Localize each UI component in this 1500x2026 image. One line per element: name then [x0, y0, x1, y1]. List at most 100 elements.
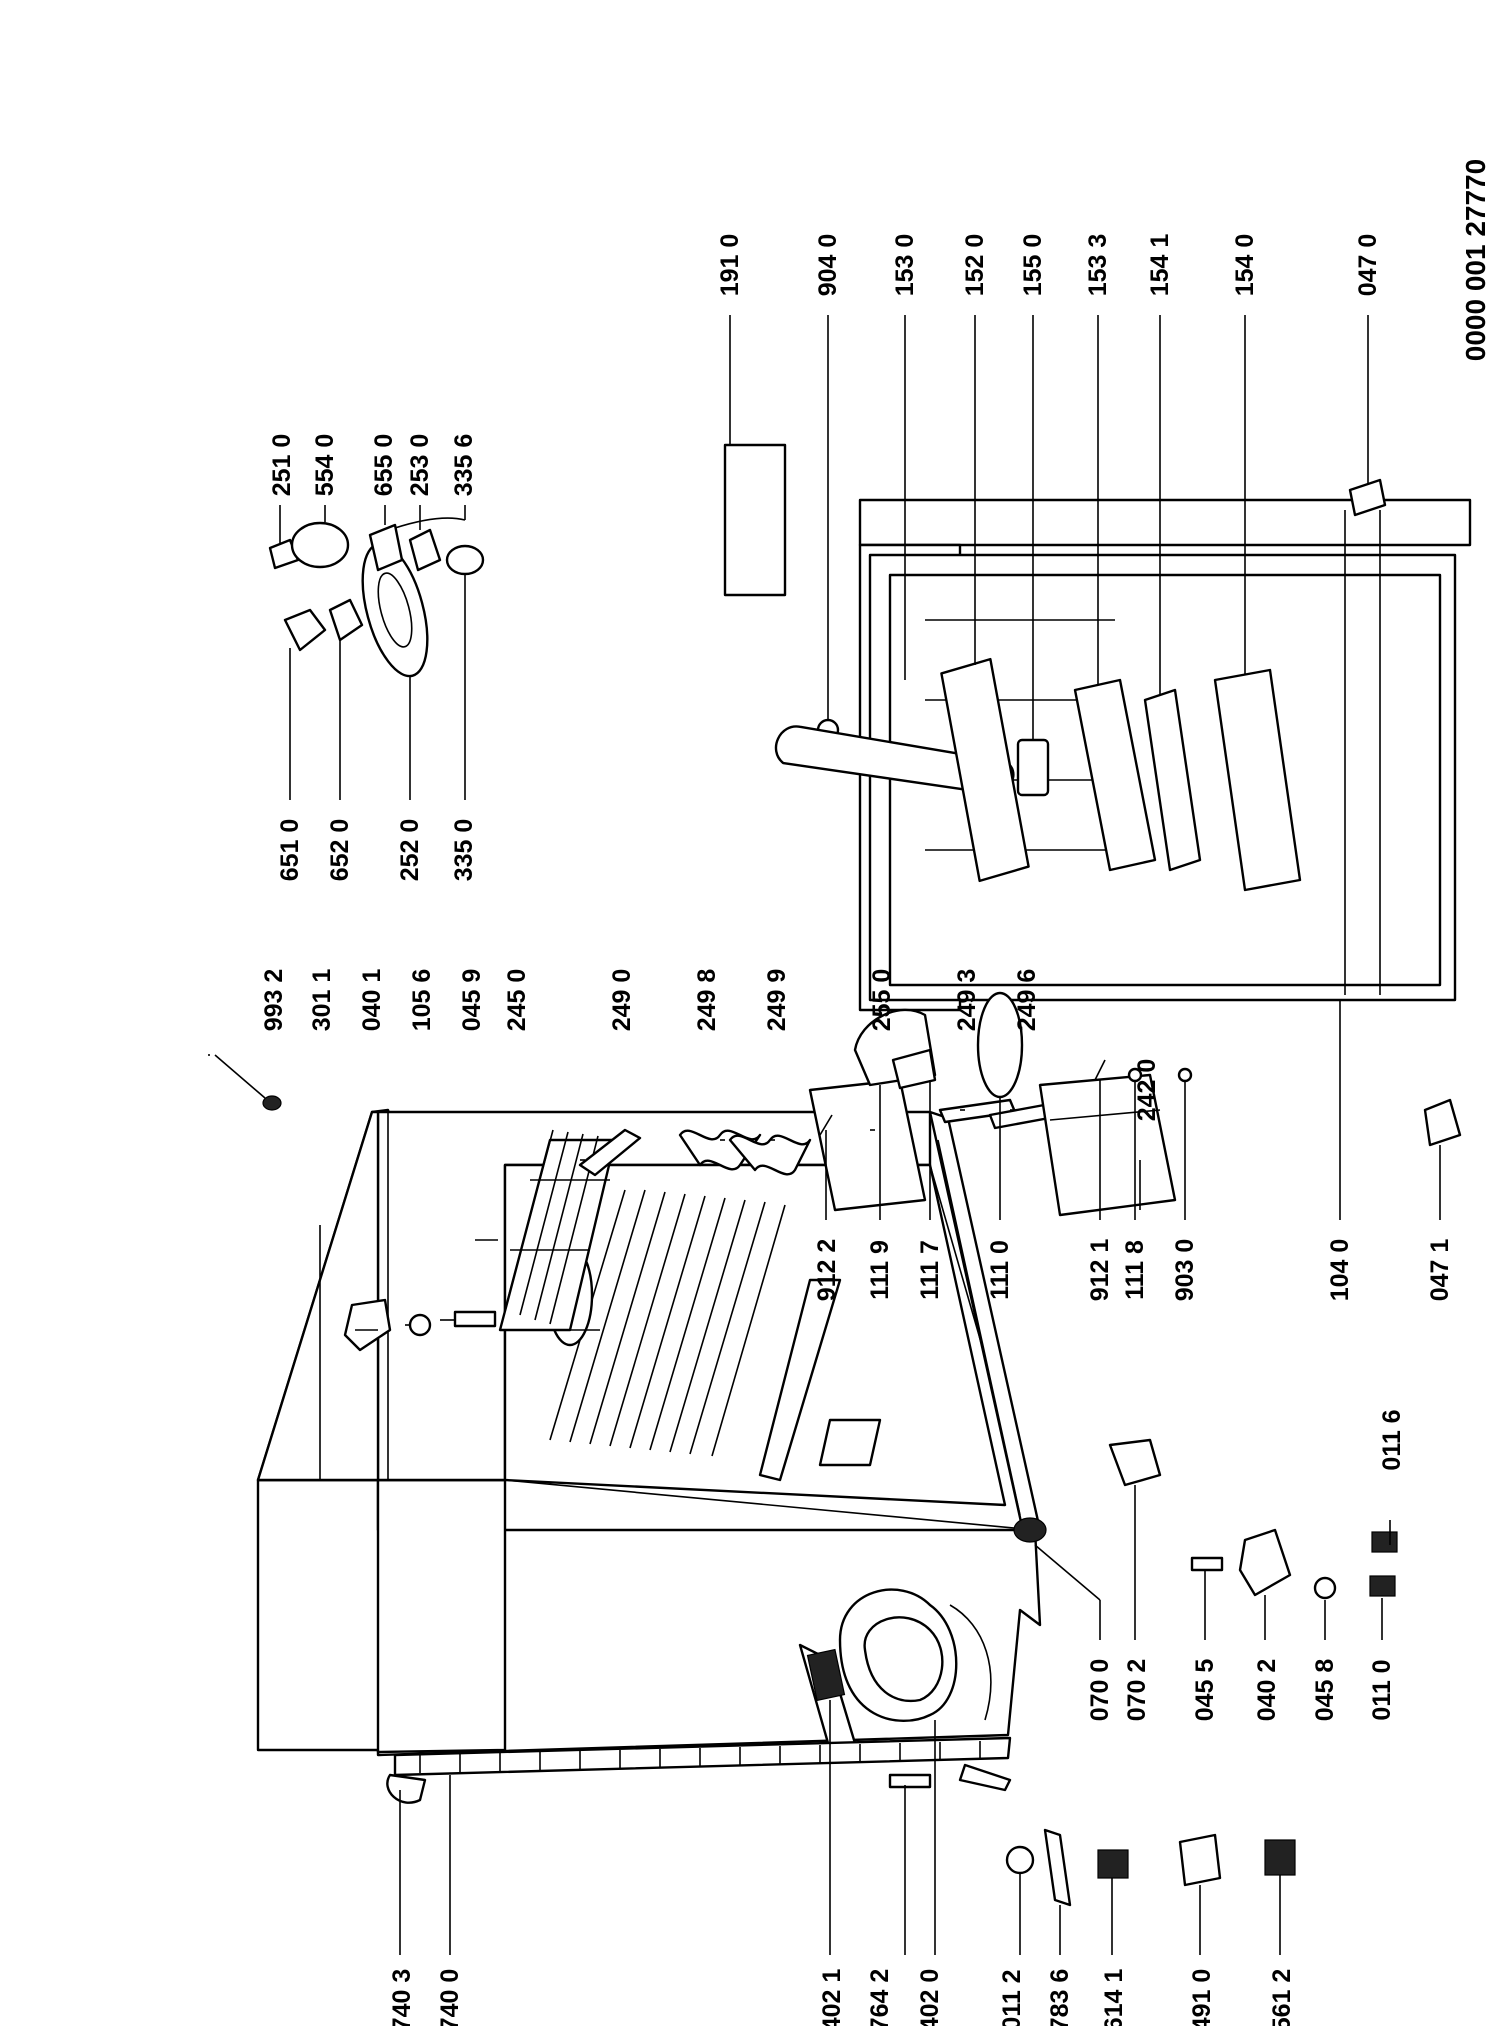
part-label-p1056: 105 6	[408, 969, 436, 1032]
cabinet-outer-wall	[376, 1478, 507, 1754]
part-label-p2450: 245 0	[503, 969, 531, 1032]
pin-0459	[453, 1310, 497, 1328]
part-2530	[408, 528, 442, 572]
part-label-p9122: 912 2	[813, 1239, 841, 1302]
part-label-p6510: 651 0	[276, 819, 304, 882]
part-label-p2550: 255 0	[868, 969, 896, 1032]
cabinet-top-face	[256, 1110, 380, 1482]
door-gasket-top-1910	[723, 443, 787, 597]
part-label-p6141: 614 1	[1100, 1969, 1128, 2026]
part-label-p1110: 111 0	[986, 1240, 1014, 1300]
compressor-group	[798, 1588, 992, 1762]
part-label-p2496: 249 6	[1013, 969, 1041, 1032]
part-label-p5612: 561 2	[1268, 1969, 1296, 2026]
liner-bottom-rail	[758, 1278, 842, 1482]
part-label-p0470: 047 0	[1354, 234, 1382, 297]
part-3350	[445, 544, 485, 576]
bin-1540	[1213, 668, 1302, 892]
part-label-p2498: 249 8	[693, 969, 721, 1032]
part-label-p0459: 045 9	[458, 969, 486, 1032]
part-label-p0110: 011 0	[1368, 1659, 1396, 1720]
part-label-p0116: 011 6	[1378, 1409, 1406, 1470]
drain-tube	[958, 1763, 1012, 1792]
part-label-p0455: 045 5	[1191, 1659, 1219, 1722]
part-label-p9932: 993 2	[260, 969, 288, 1032]
part-label-p1540: 154 0	[1231, 234, 1259, 297]
part-0458	[1313, 1576, 1337, 1600]
capillary-3356	[394, 517, 466, 529]
part-label-p1533: 153 3	[1084, 234, 1112, 297]
part-label-p0702: 070 2	[1123, 1659, 1151, 1722]
bottom-hinge	[1013, 1517, 1047, 1543]
part-label-p2420: 242 0	[1133, 1059, 1161, 1122]
cabinet-group	[256, 1108, 1047, 1804]
part-label-p2490: 249 0	[608, 969, 636, 1032]
part-label-p7836: 783 6	[1046, 1969, 1074, 2026]
part-label-p7403: 740 3	[388, 1969, 416, 2026]
part-0455	[1190, 1556, 1224, 1572]
part-label-p1118: 111 8	[1121, 1240, 1149, 1300]
inner-parts-group	[214, 1054, 1177, 1352]
part-label-p9030: 903 0	[1171, 1239, 1199, 1302]
crisper-2420	[1038, 1073, 1177, 1217]
part-label-p1550: 155 0	[1019, 234, 1047, 297]
bin-1533	[1073, 678, 1157, 872]
part-0116	[1371, 1531, 1398, 1553]
screw-9121	[1094, 1059, 1106, 1081]
part-6550	[368, 523, 404, 572]
part-5540	[290, 521, 350, 569]
part-label-p0471: 047 1	[1426, 1239, 1454, 1302]
part-label-p2520: 252 0	[396, 819, 424, 882]
screw-9122	[819, 1114, 833, 1136]
part-label-p0458: 045 8	[1311, 1659, 1339, 1722]
small-parts-group	[888, 1438, 1398, 1907]
part-label-p1040: 104 0	[1326, 1239, 1354, 1302]
part-0402	[1238, 1528, 1292, 1597]
bracket-0401	[343, 1298, 392, 1352]
part-label-p1520: 152 0	[961, 234, 989, 297]
part-label-p7400: 740 0	[436, 1969, 464, 2026]
part-9030	[1177, 1067, 1193, 1083]
part-label-p0700: 070 0	[1086, 1659, 1114, 1722]
part-6520	[328, 598, 364, 642]
stop-0470	[1348, 478, 1387, 517]
part-label-p2530: 253 0	[406, 434, 434, 497]
part-label-p6520: 652 0	[326, 819, 354, 882]
part-0110	[1369, 1575, 1396, 1597]
part-label-p5540: 554 0	[311, 434, 339, 497]
handle-1117	[891, 1048, 937, 1090]
document-number: 0000 001 27770	[1460, 159, 1491, 361]
part-5612	[1264, 1839, 1296, 1876]
part-label-p9040: 904 0	[814, 234, 842, 297]
part-7836	[1043, 1828, 1072, 1907]
part-label-p0402: 040 2	[1253, 1659, 1281, 1722]
part-label-p3356: 335 6	[450, 434, 478, 497]
part-label-p2510: 251 0	[268, 434, 296, 497]
cable-9932	[214, 1054, 266, 1099]
egg-tray-1550	[1016, 738, 1050, 797]
part-7642	[888, 1773, 932, 1789]
strip-2490	[578, 1128, 642, 1177]
part-0112	[1005, 1845, 1035, 1875]
part-label-p1541: 154 1	[1146, 234, 1174, 297]
bin-1520	[940, 657, 1030, 883]
part-label-p2493: 249 3	[953, 969, 981, 1032]
part-label-p1910: 191 0	[716, 234, 744, 297]
part-0702	[1108, 1438, 1162, 1487]
wavy-rack-2499	[728, 1134, 812, 1176]
part-label-p1117: 111 7	[916, 1240, 944, 1300]
part-label-p4020: 402 0	[916, 1969, 944, 2026]
part-label-p6550: 655 0	[370, 434, 398, 497]
shelf-runners	[549, 1189, 786, 1457]
part-6141	[1097, 1849, 1129, 1879]
part-label-p4021: 402 1	[818, 1969, 846, 2026]
thermostat-group	[268, 517, 485, 678]
feet-corner	[386, 1773, 427, 1804]
part-label-p3011: 301 1	[308, 969, 336, 1032]
part-1118	[1127, 1067, 1143, 1083]
leader-lines	[208, 315, 1441, 1955]
part-label-p4910: 491 0	[1188, 1969, 1216, 2026]
